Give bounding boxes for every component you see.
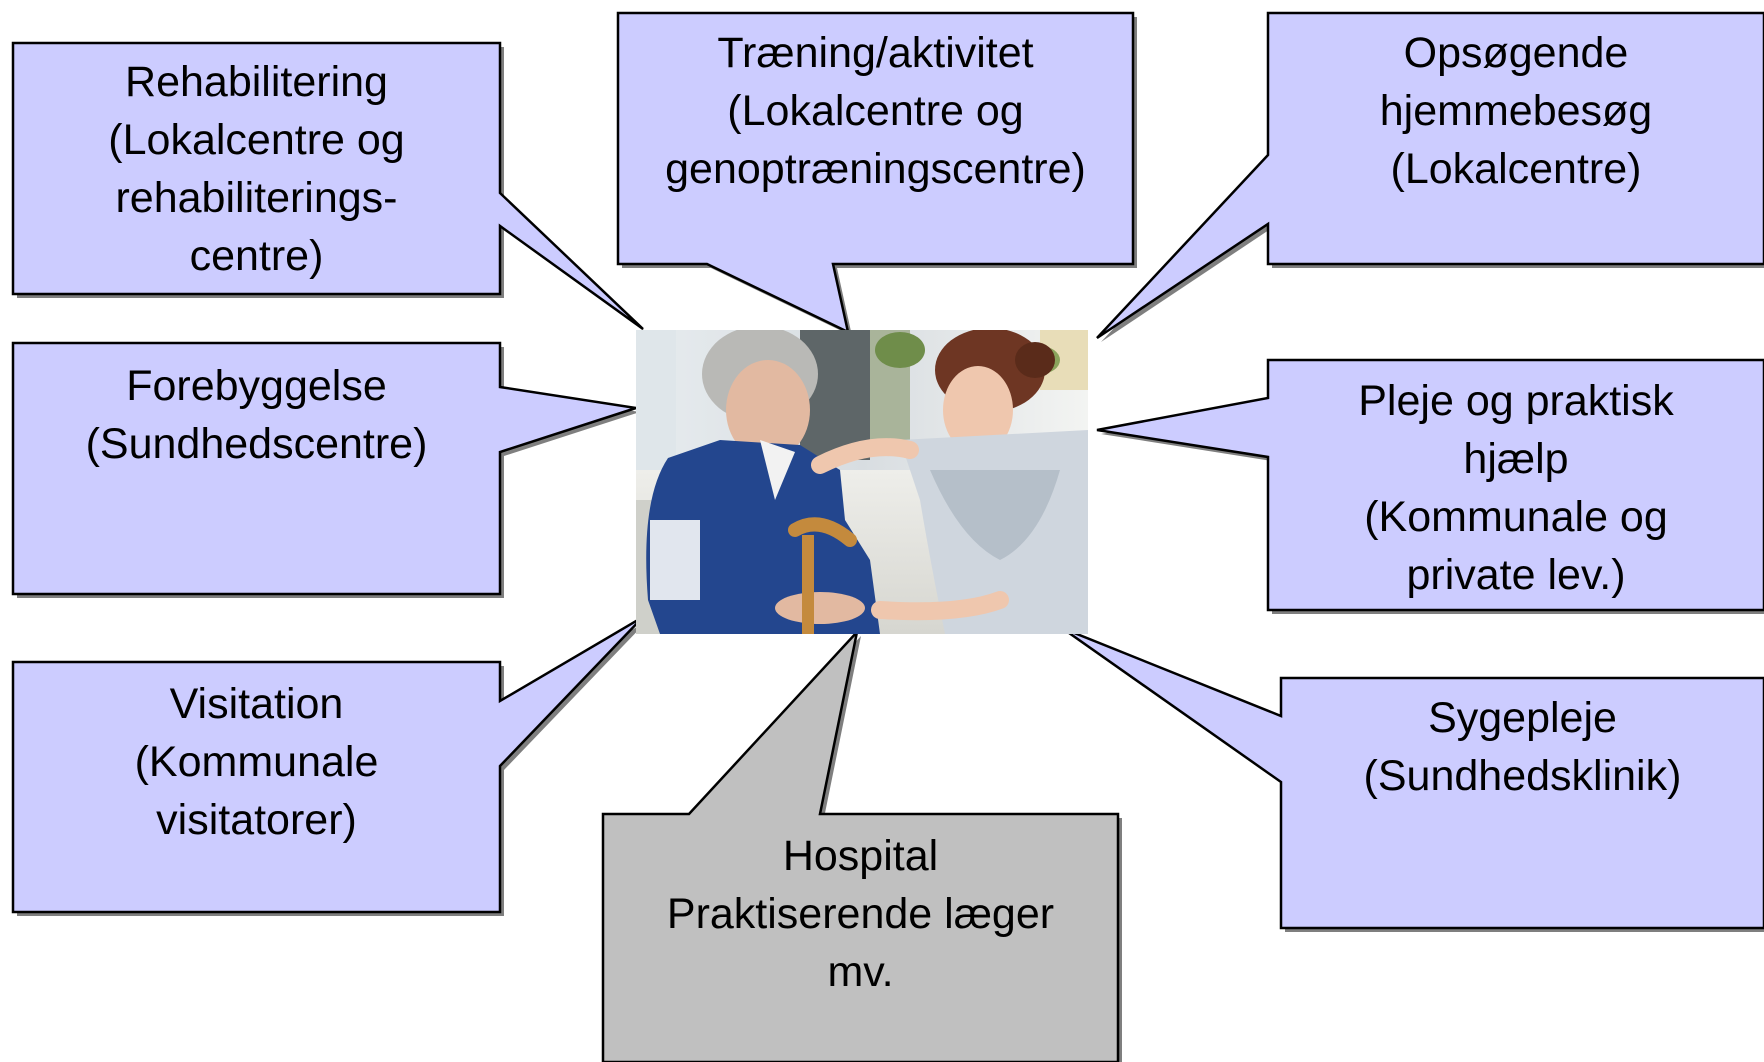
- hospital-callout: [601, 627, 1120, 1062]
- opsoegende-callout: [1096, 11, 1764, 340]
- pleje-callout: [1096, 358, 1764, 612]
- forebyggelse-callout: [11, 341, 637, 596]
- rehabilitering-callout: [11, 41, 644, 331]
- caregiver-with-elderly-woman-photo-icon: [636, 330, 1088, 634]
- traening-callout: [616, 11, 1135, 335]
- visitation-callout: [11, 615, 644, 914]
- sygepleje-callout: [1061, 626, 1764, 930]
